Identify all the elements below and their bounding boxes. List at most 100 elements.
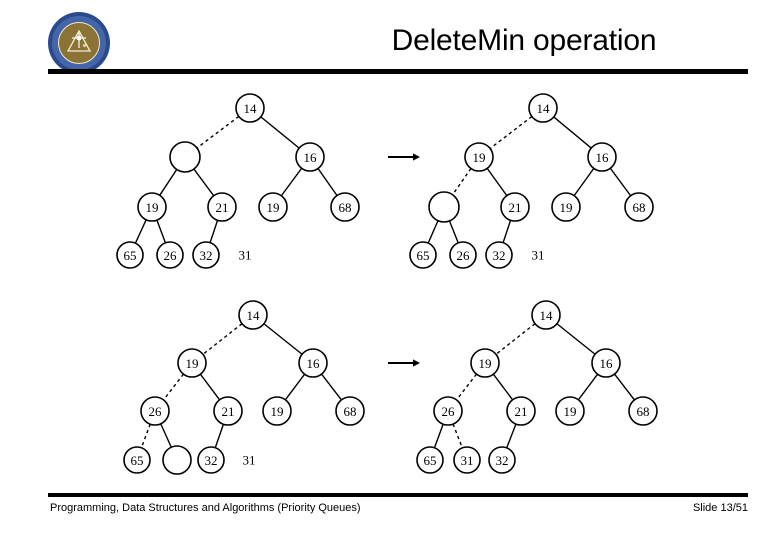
tree-node-label: 31 [461,453,474,468]
tree-node[interactable] [464,142,494,172]
tree-node-label: 65 [424,453,437,468]
tree-node-label: 26 [149,404,163,419]
tree-node-label: 26 [164,248,178,263]
tree-node-label: 19 [473,150,486,165]
tree-edge [455,373,478,401]
tree-node-label: 32 [496,453,509,468]
tree-node-label: 16 [596,150,610,165]
tree-node[interactable] [262,396,292,426]
tree-node-label: 16 [307,356,321,371]
tree-node[interactable] [500,192,530,222]
tree-node-label: 21 [222,404,235,419]
tree-node-empty[interactable] [169,141,201,173]
tree-node[interactable] [140,396,170,426]
tree-node-label: 68 [633,200,646,215]
tree-node-label: 16 [600,356,614,371]
footer-divider [48,493,748,497]
tree-edge [156,219,167,244]
tree-node-label: 19 [560,200,573,215]
tree-node[interactable] [213,396,243,426]
tree-node[interactable] [628,396,658,426]
institution-seal-logo [48,12,110,74]
tree-node[interactable] [555,396,585,426]
tree-edge [492,373,514,401]
tree-node[interactable] [335,396,365,426]
step-arrow-2 [388,359,420,367]
tree-node[interactable] [192,241,220,269]
tree-node-label: 19 [186,356,199,371]
tree-node[interactable] [207,192,237,222]
tree-node[interactable] [177,348,207,378]
tree-node[interactable] [488,446,516,474]
tree-node[interactable] [137,192,167,222]
tree-edge [556,323,596,355]
tree-node-label: 14 [244,101,258,116]
tree-node[interactable] [531,300,561,330]
tree-node[interactable] [330,192,360,222]
tree-node-empty[interactable] [428,191,460,223]
heap-diagram-svg: 14 16 19 21 19 68 65 26 32 31 14 19 16 21 19 68 65 26 32 31… [116,93,658,475]
pending-value-label: 31 [532,248,545,263]
tree-node[interactable] [156,241,184,269]
tree-node[interactable] [416,446,444,474]
tree-node[interactable] [197,446,225,474]
tree-edge [489,115,533,150]
tree-node[interactable] [449,241,477,269]
tree-edge [502,220,512,243]
tree-node[interactable] [258,192,288,222]
tree-node[interactable] [116,241,144,269]
tree-edge [209,220,219,243]
tree-node-label: 14 [247,308,261,323]
tree-node-label: 32 [200,248,213,263]
tree-node-label: 14 [537,101,551,116]
tree-node[interactable] [433,396,463,426]
tree-edge [160,423,172,448]
tree-node[interactable] [295,142,325,172]
tree-node[interactable] [485,241,513,269]
tree-node[interactable] [409,241,437,269]
tree-node-label: 32 [205,453,218,468]
tree-edge [202,323,243,355]
tree-node-label: 19 [271,404,284,419]
tree-node-label: 32 [493,248,506,263]
tree-node[interactable] [238,300,268,330]
tree-node[interactable] [235,93,265,123]
tree-node[interactable] [123,446,151,474]
footer-course-label: Programming, Data Structures and Algorit… [50,502,361,514]
tree-node-empty[interactable] [162,445,192,475]
tree-node-label: 68 [339,200,352,215]
tree-edge [452,168,472,196]
tree-node[interactable] [551,192,581,222]
tree-edge [162,373,185,401]
tree-edge [448,220,459,244]
seal-crest-icon [66,29,92,56]
tree-edge [609,167,632,197]
tree-edge [427,220,439,244]
tree-edge [284,373,306,401]
tree-node-label: 21 [515,404,528,419]
tree-node-label: 19 [564,404,577,419]
tree-node[interactable] [528,93,558,123]
tree-edge [193,168,215,197]
tree-node[interactable] [506,396,536,426]
tree-node[interactable] [298,348,328,378]
tree-node[interactable] [591,348,621,378]
tree-edge [159,169,178,196]
tree-node-label: 14 [540,308,554,323]
tree-node[interactable] [470,348,500,378]
header-divider [48,69,748,74]
step-arrow-head-icon [413,359,420,367]
tree-node-label: 65 [124,248,137,263]
tree-edge [317,168,338,196]
tree-node[interactable] [453,446,481,474]
tree-node[interactable] [624,192,654,222]
tree-edge [134,219,147,244]
tree-edge [199,373,221,401]
tree-edge [506,423,517,449]
seal-inner-disc [58,22,100,64]
tree-node[interactable] [587,142,617,172]
tree-edge [577,373,599,401]
tree-edge [486,167,508,197]
